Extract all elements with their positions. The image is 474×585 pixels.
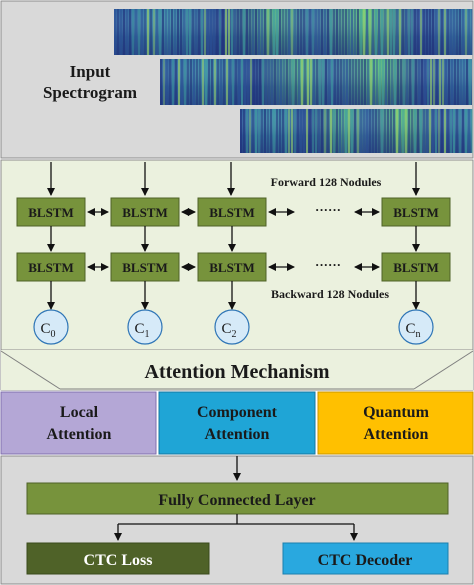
blstm-cell <box>197 197 267 227</box>
attention-title: Attention Mechanism <box>145 361 330 383</box>
blstm-cell-label: BLSTM <box>393 205 439 220</box>
spectrogram-texture <box>114 9 473 153</box>
fc-label: Fully Connected Layer <box>158 492 315 509</box>
blstm-cell-label: BLSTM <box>28 260 74 275</box>
ctc-loss-label: CTC Loss <box>84 552 153 569</box>
svg-text:C1: C1 <box>134 321 149 340</box>
local-attention-line2: Attention <box>47 426 112 443</box>
ctc-decoder-label: CTC Decoder <box>318 552 413 569</box>
input-label-line2: Spectrogram <box>43 83 137 102</box>
quantum-attention-line2: Attention <box>364 426 429 443</box>
blstm-cell <box>16 197 86 227</box>
blstm-row-backward: BLSTM BLSTM BLSTM BLSTM <box>16 252 451 282</box>
blstm-cell-label: BLSTM <box>393 260 439 275</box>
blstm-cell-label: BLSTM <box>122 205 168 220</box>
input-label-line1: Input <box>70 62 111 81</box>
ctc-loss-box <box>26 542 210 575</box>
blstm-cell <box>110 197 180 227</box>
quantum-attention-line1: Quantum <box>363 404 429 421</box>
output-node-c0: C0 <box>33 309 69 345</box>
component-attention-box <box>158 391 316 455</box>
blstm-cell-label: BLSTM <box>209 205 255 220</box>
svg-text:C0: C0 <box>40 321 55 340</box>
spectrogram-1 <box>114 9 472 55</box>
blstm-cell-label: BLSTM <box>209 260 255 275</box>
component-attention-line1: Component <box>197 404 278 421</box>
backward-label: Backward 128 Nodules <box>271 287 389 301</box>
local-attention-line1: Local <box>60 404 99 421</box>
component-attention-line2: Attention <box>205 426 270 443</box>
output-node-c2: C2 <box>214 309 250 345</box>
fully-connected-layer <box>26 482 449 515</box>
blstm-cell <box>197 252 267 282</box>
blstm-cell-label: BLSTM <box>122 260 168 275</box>
quantum-attention-box <box>317 391 474 455</box>
blstm-cell-label: BLSTM <box>28 205 74 220</box>
local-attention-box <box>0 391 157 455</box>
ctc-decoder-box <box>282 542 449 575</box>
output-node-cn: Cn <box>398 309 434 345</box>
ellipsis-forward: ······ <box>315 202 341 217</box>
ellipsis-backward: ······ <box>315 257 341 272</box>
output-node-c1: C1 <box>127 309 163 345</box>
blstm-row-forward: BLSTM BLSTM BLSTM BLSTM <box>16 197 451 227</box>
svg-text:Cn: Cn <box>405 321 420 340</box>
blstm-cell <box>381 252 451 282</box>
svg-text:C2: C2 <box>221 321 236 340</box>
forward-label: Forward 128 Nodules <box>271 175 382 189</box>
